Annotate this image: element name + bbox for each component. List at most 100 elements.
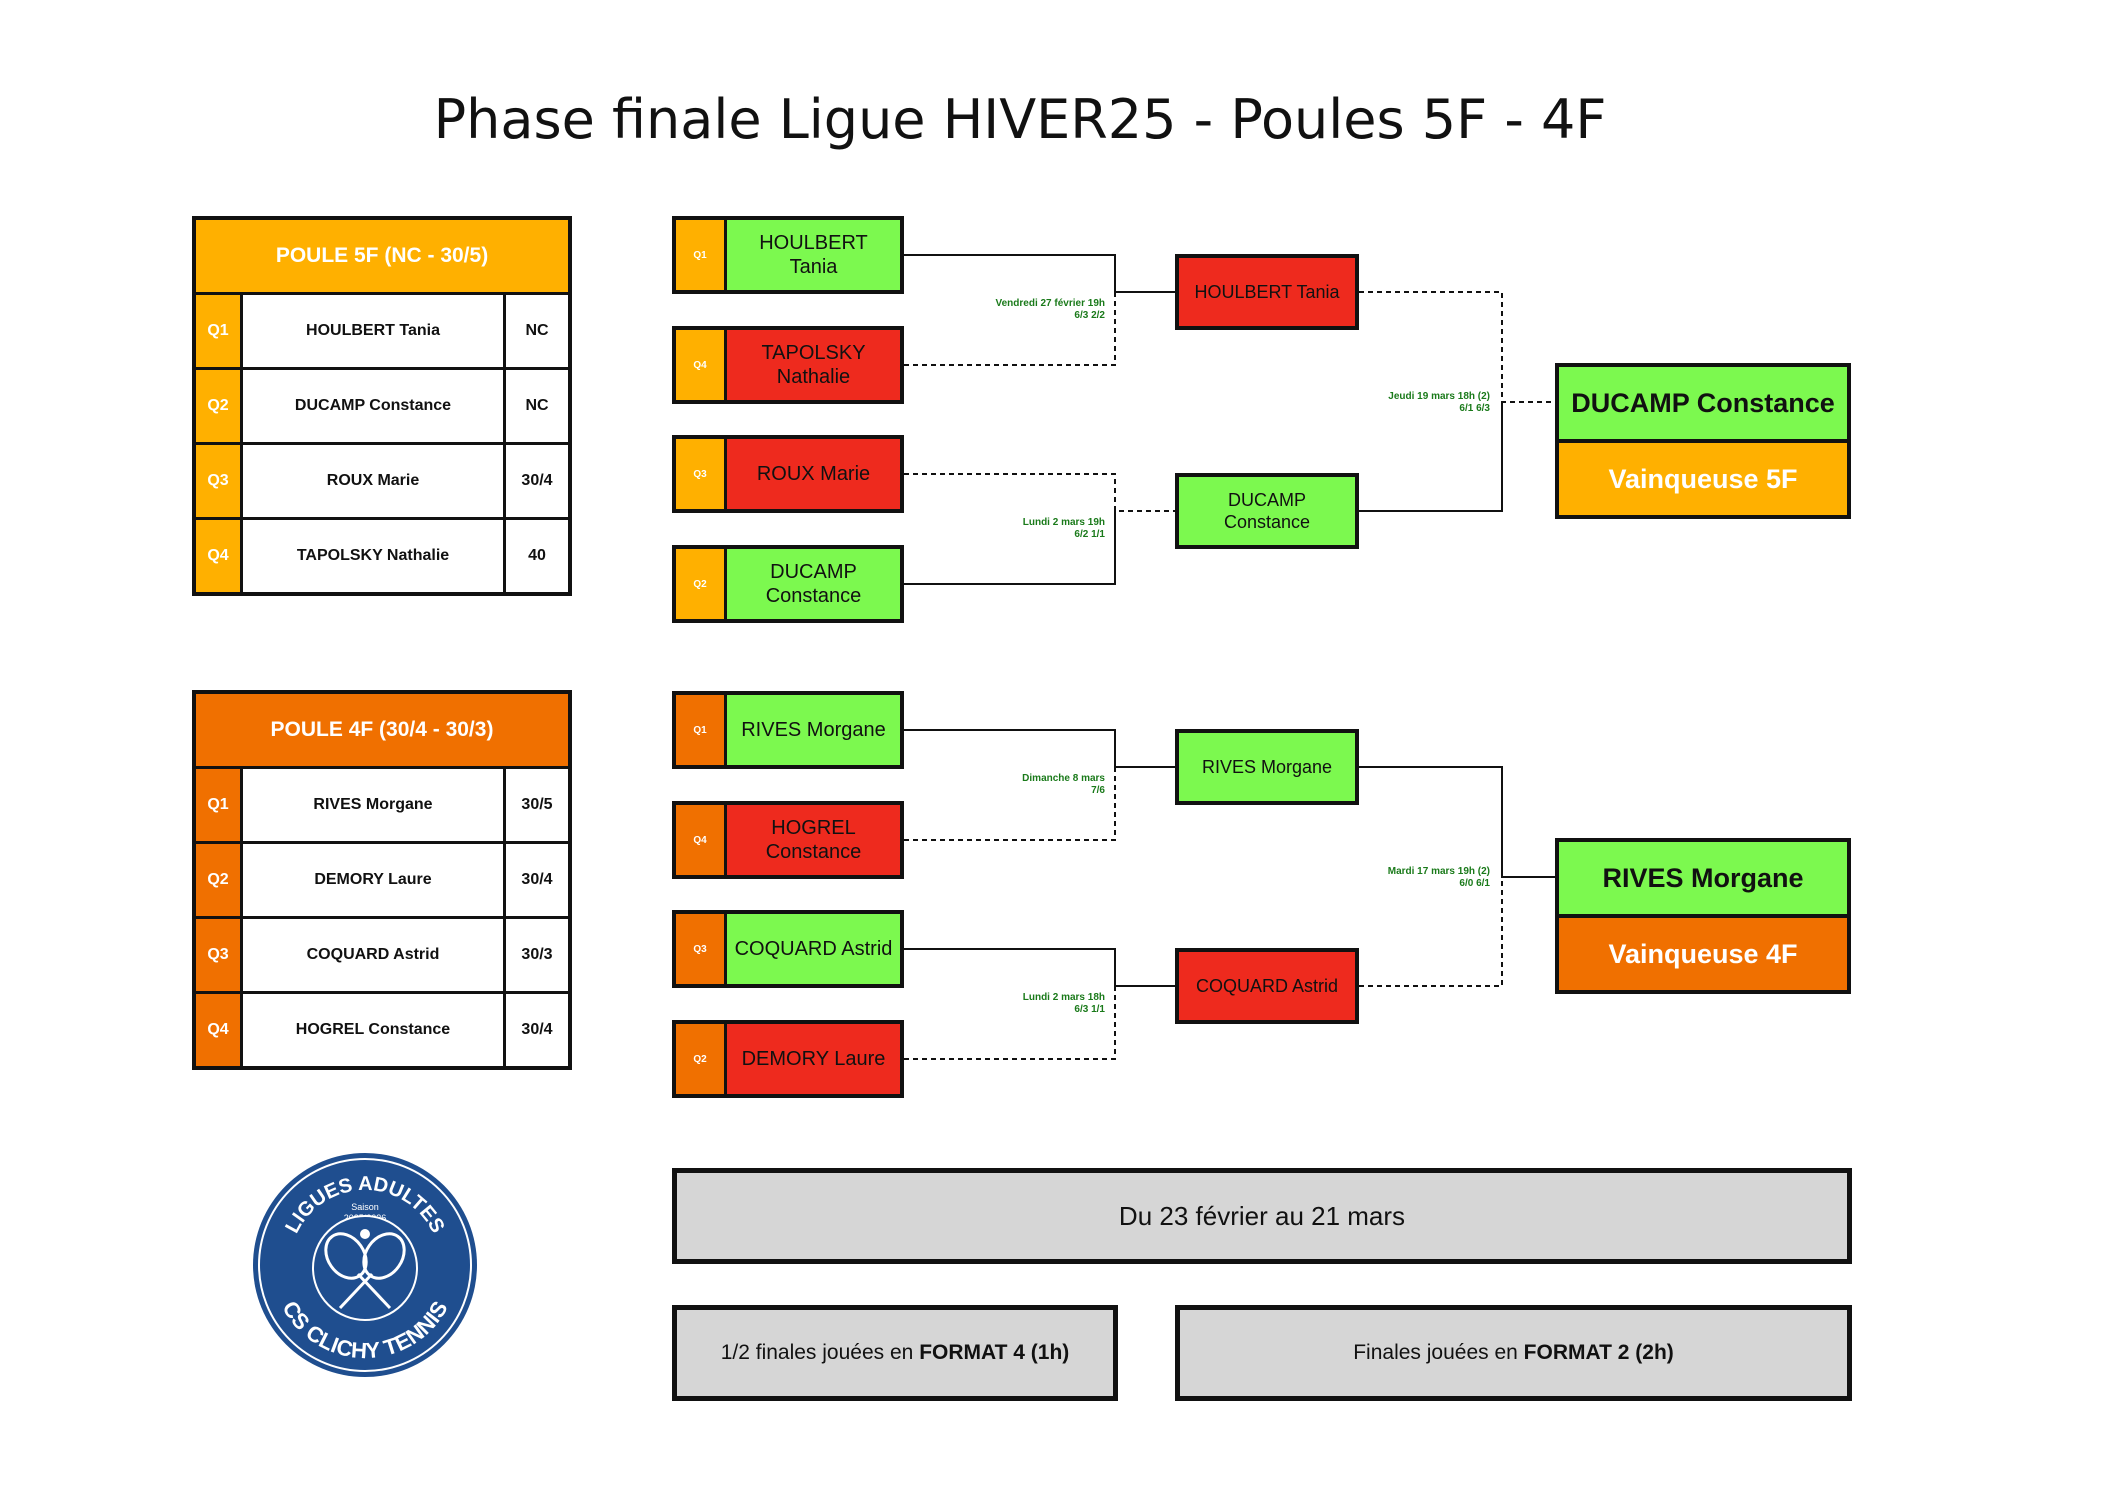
pool-seed: Q1 — [196, 769, 243, 841]
pool-seed: Q2 — [196, 370, 243, 442]
match-date: Dimanche 8 mars — [1022, 773, 1105, 784]
entry-seed: Q3 — [676, 439, 727, 509]
connector-4f-q1 — [904, 729, 1175, 768]
match-date: Jeudi 19 mars 18h (2) — [1388, 391, 1490, 402]
pool-player-rank: 30/5 — [521, 796, 553, 813]
winner-5f-name: DUCAMP Constance — [1559, 367, 1847, 443]
winner-5f-label: Vainqueuse 5F — [1559, 443, 1847, 515]
pool-5f-table: POULE 5F (NC - 30/5) Q1 HOULBERT Tania N… — [192, 216, 572, 596]
match-score: 6/3 1/1 — [1074, 1004, 1105, 1015]
pool-seed: Q3 — [196, 445, 243, 517]
match-score: 7/6 — [1091, 785, 1105, 796]
pool-4f-table: POULE 4F (30/4 - 30/3) Q1 RIVES Morgane … — [192, 690, 572, 1070]
pool-player-rank: 40 — [528, 547, 546, 564]
entry-seed: Q3 — [676, 914, 727, 984]
bracket-4f-entry-q4: Q4 HOGREL Constance — [672, 801, 904, 879]
semis-format-box: 1/2 finales jouées en FORMAT 4 (1h) — [672, 1305, 1118, 1401]
match-date: Lundi 2 mars 18h — [1022, 992, 1105, 1003]
table-row: Q2 DUCAMP Constance NC — [196, 370, 568, 445]
club-logo: LIGUES ADULTES Saison 2025/2026 CS CLICH… — [253, 1153, 477, 1377]
dates-text: Du 23 février au 21 mars — [1118, 1200, 1406, 1231]
winner-4f-label: Vainqueuse 4F — [1559, 918, 1847, 990]
entry-player-name: HOGREL Constance — [727, 805, 900, 875]
table-row: Q4 HOGREL Constance 30/4 — [196, 994, 568, 1066]
final-5f-note: Jeudi 19 mars 18h (2) 6/1 6/3 — [1340, 391, 1490, 415]
connector-4f-final-2 — [1359, 877, 1503, 987]
pool-player-name: RIVES Morgane — [243, 769, 506, 841]
entry-seed: Q4 — [676, 330, 727, 400]
bracket-4f-entry-q3: Q3 COQUARD Astrid — [672, 910, 904, 988]
match-date: Vendredi 27 février 19h — [995, 298, 1105, 309]
crossed-rackets-icon — [324, 1232, 406, 1310]
entry-player-name: RIVES Morgane — [727, 695, 900, 765]
connector-5f-q2 — [904, 511, 1116, 585]
match-score: 6/3 2/2 — [1074, 310, 1105, 321]
finalist-5f-1: HOULBERT Tania — [1175, 254, 1359, 330]
entry-seed: Q1 — [676, 695, 727, 765]
connector-4f-q3 — [904, 948, 1175, 987]
entry-player-name: COQUARD Astrid — [727, 914, 900, 984]
pool-seed: Q3 — [196, 919, 243, 991]
pool-seed: Q4 — [196, 520, 243, 592]
logo-season-label: Saison — [351, 1202, 379, 1212]
table-row: Q1 HOULBERT Tania NC — [196, 295, 568, 370]
entry-seed: Q2 — [676, 549, 727, 619]
entry-player-name: ROUX Marie — [727, 439, 900, 509]
tennis-ball-icon — [360, 1229, 370, 1239]
connector-4f-q2 — [904, 986, 1116, 1060]
pool-player-name: HOULBERT Tania — [243, 295, 506, 367]
connector-5f-q1 — [904, 254, 1175, 293]
match-date: Mardi 17 mars 19h (2) — [1387, 866, 1490, 877]
finals-format-value: FORMAT 2 (2h) — [1523, 1341, 1674, 1364]
semis-format-text: 1/2 finales jouées en FORMAT 4 (1h) — [721, 1341, 1070, 1365]
finals-format-box: Finales jouées en FORMAT 2 (2h) — [1175, 1305, 1852, 1401]
pool-seed: Q1 — [196, 295, 243, 367]
entry-seed: Q1 — [676, 220, 727, 290]
finalist-4f-2: COQUARD Astrid — [1175, 948, 1359, 1024]
finals-format-text: Finales jouées en FORMAT 2 (2h) — [1353, 1341, 1674, 1365]
pool-player-rank: 30/3 — [521, 946, 553, 963]
match-date: Lundi 2 mars 19h — [1022, 517, 1105, 528]
semis-format-prefix: 1/2 finales jouées en — [720, 1341, 920, 1364]
semis-format-value: FORMAT 4 (1h) — [919, 1341, 1070, 1364]
connector-4f-q4 — [904, 767, 1116, 841]
bracket-5f-entry-q1: Q1 HOULBERT Tania — [672, 216, 904, 294]
semi-5f-1-note: Vendredi 27 février 19h 6/3 2/2 — [955, 298, 1105, 322]
table-row: Q1 RIVES Morgane 30/5 — [196, 769, 568, 844]
match-score: 6/2 1/1 — [1074, 529, 1105, 540]
entry-seed: Q4 — [676, 805, 727, 875]
pool-5f-header: POULE 5F (NC - 30/5) — [196, 220, 568, 295]
pool-player-name: DUCAMP Constance — [243, 370, 506, 442]
match-score: 6/1 6/3 — [1459, 403, 1490, 414]
table-row: Q3 ROUX Marie 30/4 — [196, 445, 568, 520]
match-score: 6/0 6/1 — [1459, 878, 1490, 889]
pool-4f-header: POULE 4F (30/4 - 30/3) — [196, 694, 568, 769]
pool-player-name: COQUARD Astrid — [243, 919, 506, 991]
final-4f-note: Mardi 17 mars 19h (2) 6/0 6/1 — [1340, 866, 1490, 890]
bracket-4f-entry-q2: Q2 DEMORY Laure — [672, 1020, 904, 1098]
connector-5f-q3 — [904, 473, 1175, 512]
pool-player-name: ROUX Marie — [243, 445, 506, 517]
winner-4f-box: RIVES Morgane Vainqueuse 4F — [1555, 838, 1851, 994]
table-row: Q3 COQUARD Astrid 30/3 — [196, 919, 568, 994]
semi-5f-2-note: Lundi 2 mars 19h 6/2 1/1 — [955, 517, 1105, 541]
page-title: Phase finale Ligue HIVER25 - Poules 5F -… — [433, 88, 1607, 151]
connector-5f-final-1 — [1359, 291, 1555, 403]
pool-player-rank: 30/4 — [521, 1021, 553, 1038]
entry-player-name: HOULBERT Tania — [727, 220, 900, 290]
pool-player-rank: 30/4 — [521, 871, 553, 888]
finals-format-prefix: Finales jouées en — [1353, 1341, 1524, 1364]
pool-player-rank: NC — [525, 322, 549, 339]
pool-player-name: DEMORY Laure — [243, 844, 506, 916]
finalist-4f-1: RIVES Morgane — [1175, 729, 1359, 805]
entry-player-name: TAPOLSKY Nathalie — [727, 330, 900, 400]
finalist-5f-2: DUCAMP Constance — [1175, 473, 1359, 549]
pool-player-rank: 30/4 — [521, 472, 553, 489]
entry-seed: Q2 — [676, 1024, 727, 1094]
connector-5f-q4 — [904, 292, 1116, 366]
entry-player-name: DUCAMP Constance — [727, 549, 900, 619]
dates-banner: Du 23 février au 21 mars — [672, 1168, 1852, 1264]
table-row: Q2 DEMORY Laure 30/4 — [196, 844, 568, 919]
table-row: Q4 TAPOLSKY Nathalie 40 — [196, 520, 568, 592]
